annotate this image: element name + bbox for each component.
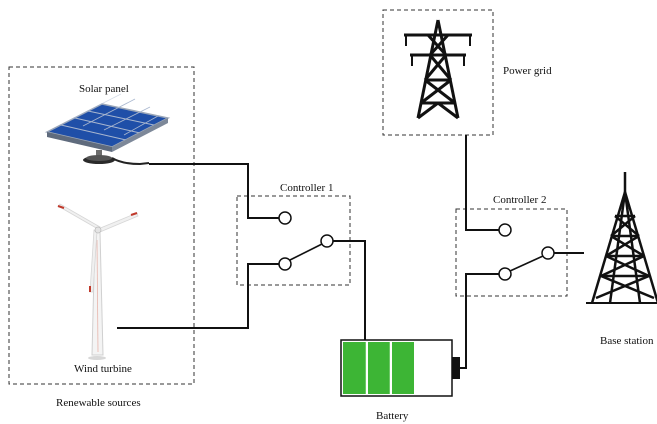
switch-contact-icon	[541, 246, 555, 260]
battery-label: Battery	[376, 410, 409, 422]
wire-solar-controller1	[149, 163, 279, 219]
wind-turbine-icon	[57, 203, 139, 360]
controller-2-label: Controller 2	[493, 194, 546, 206]
renewable-sources-box	[8, 66, 195, 385]
power-grid-box	[382, 9, 494, 136]
battery-cell	[343, 342, 366, 394]
switch-contact-icon	[498, 223, 512, 237]
battery-icon	[340, 339, 460, 397]
switch-contact-icon	[278, 257, 292, 271]
power-grid-label: Power grid	[503, 65, 552, 77]
controller-2-switch	[498, 223, 555, 281]
wire-battery-controller2	[460, 273, 499, 369]
wire-grid-controller2	[465, 135, 499, 231]
cell-tower-icon	[586, 172, 657, 304]
wire-controller1-battery	[333, 240, 366, 340]
solar-panel-icon	[44, 93, 171, 166]
wind-turbine-label: Wind turbine	[74, 363, 132, 375]
base-station-label: Base station	[600, 335, 654, 347]
controller-1-label: Controller 1	[280, 182, 333, 194]
solar-panel-label: Solar panel	[79, 83, 129, 95]
power-pylon-icon	[404, 19, 472, 120]
wire-wind-controller1	[117, 263, 279, 329]
switch-contact-icon	[278, 211, 292, 225]
battery-cell	[368, 342, 390, 394]
wiring	[117, 135, 584, 369]
switch-contact-icon	[498, 267, 512, 281]
renewable-sources-label: Renewable sources	[56, 397, 141, 409]
battery-cell	[392, 342, 414, 394]
switch-contact-icon	[320, 234, 334, 248]
controller-1-switch	[278, 211, 334, 271]
